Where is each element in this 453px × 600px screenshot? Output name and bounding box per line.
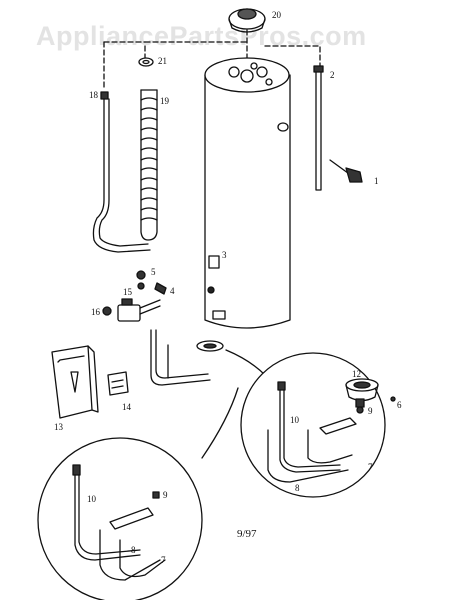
part-1-drain-valve[interactable] [329, 159, 363, 183]
callout-18: 18 [89, 90, 99, 100]
callout-7: 7 [368, 462, 373, 472]
callout-9-detail: 9 [163, 490, 168, 500]
part-8-detail-tube[interactable] [99, 529, 161, 581]
callout-labels: 20 21 2 1 18 19 3 5 4 15 16 13 14 12 9 6… [54, 10, 402, 565]
left-detail-circle [37, 437, 203, 600]
part-14-outer-door[interactable] [107, 371, 129, 396]
callout-15: 15 [123, 287, 133, 297]
part-8-tube[interactable] [267, 429, 349, 483]
callout-16: 16 [91, 307, 101, 317]
magnifier-line-right [225, 349, 266, 376]
callout-10-detail: 10 [87, 494, 97, 504]
callout-21: 21 [158, 56, 167, 66]
callout-1: 1 [374, 176, 379, 186]
part-9-pilot[interactable] [319, 406, 364, 435]
watermark-text: AppliancePartsPros.com [36, 21, 367, 51]
callout-5: 5 [151, 267, 156, 277]
callout-8: 8 [295, 483, 300, 493]
callout-6: 6 [397, 400, 402, 410]
part-3-label-plate[interactable] [208, 255, 220, 269]
callout-7-detail: 7 [161, 555, 166, 565]
callout-12: 12 [352, 369, 361, 379]
part-9-detail-pilot[interactable] [109, 491, 160, 530]
part-7-tube[interactable] [307, 429, 353, 464]
part-13-inner-door[interactable] [51, 345, 99, 419]
drawing-date: 9/97 [237, 528, 257, 540]
magnifier-line-left [201, 387, 239, 459]
part-15-gas-control[interactable] [117, 298, 161, 322]
callout-13: 13 [54, 422, 64, 432]
callout-20: 20 [272, 10, 282, 20]
part-5-fitting[interactable] [136, 270, 146, 290]
callout-10: 10 [290, 415, 300, 425]
part-4-fitting[interactable] [154, 282, 167, 295]
part-12-burner[interactable] [345, 378, 379, 408]
right-detail-circle [240, 352, 396, 498]
callout-8-detail: 8 [131, 545, 136, 555]
callout-19: 19 [160, 96, 170, 106]
part-21-washer[interactable] [138, 57, 154, 67]
part-16-knob[interactable] [102, 306, 112, 316]
tank-body [204, 57, 291, 329]
part-7-detail-tube[interactable] [119, 539, 166, 578]
part-6-screw[interactable] [390, 396, 396, 402]
assembly-dashed-lines [103, 29, 321, 91]
callout-3: 3 [222, 250, 227, 260]
part-2-anode-rod[interactable] [313, 65, 324, 191]
callout-2: 2 [330, 70, 335, 80]
callout-4: 4 [170, 286, 175, 296]
callout-9: 9 [368, 406, 373, 416]
callout-14: 14 [122, 402, 132, 412]
part-10-detail-tube[interactable] [72, 464, 141, 561]
part-19-dip-tube[interactable] [140, 89, 158, 241]
burner-assembly [150, 329, 224, 386]
part-20-flue-cap[interactable] [228, 8, 266, 33]
part-10-tube[interactable] [277, 381, 341, 473]
part-18-flex-hose[interactable] [92, 91, 151, 253]
